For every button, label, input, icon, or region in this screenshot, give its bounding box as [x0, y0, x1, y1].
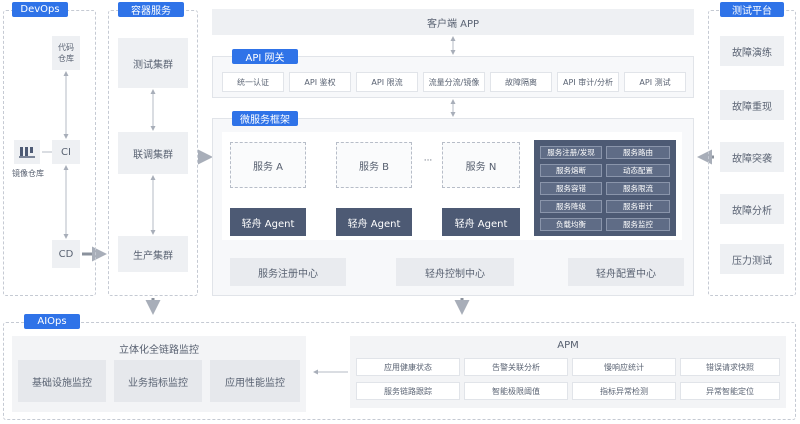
feature-dynamic-config: 动态配置 — [606, 164, 670, 177]
apm-smart-threshold: 智能极限阈值 — [464, 382, 568, 400]
gateway-item-audit: API 审计/分析 — [557, 72, 619, 92]
monitor-infra: 基础设施监控 — [18, 360, 106, 402]
apm-title: APM — [557, 340, 579, 351]
test-cluster: 测试集群 — [118, 38, 188, 88]
api-gateway-title: API 网关 — [232, 49, 298, 64]
feature-fault-tolerance: 服务容错 — [540, 182, 602, 195]
registry-center: 服务注册中心 — [230, 258, 346, 286]
service-n: 服务 N — [442, 142, 520, 188]
gateway-item-authz: API 鉴权 — [289, 72, 351, 92]
agent-a: 轻舟 Agent — [230, 208, 306, 236]
aiops-panel — [3, 322, 796, 420]
production-cluster: 生产集群 — [118, 236, 188, 272]
apm-health: 应用健康状态 — [356, 358, 460, 376]
service-b: 服务 B — [336, 142, 412, 188]
feature-rate-limit: 服务限流 — [606, 182, 670, 195]
cd-box: CD — [52, 240, 80, 268]
client-app: 客户端 APP — [212, 9, 694, 35]
microservice-title: 微服务框架 — [232, 111, 298, 126]
image-repo-label: 镜像仓库 — [12, 169, 44, 178]
feature-audit: 服务审计 — [606, 200, 670, 213]
gateway-item-traffic: 流量分流/镜像 — [423, 72, 485, 92]
gateway-item-auth: 统一认证 — [222, 72, 284, 92]
apm-anomaly-detect: 指标异常检测 — [572, 382, 676, 400]
feature-monitoring: 服务监控 — [606, 218, 670, 231]
testing-stress: 压力测试 — [720, 244, 784, 274]
feature-circuit-breaker: 服务熔断 — [540, 164, 602, 177]
testing-fault-reproduce: 故障重现 — [720, 90, 784, 120]
devops-title: DevOps — [12, 2, 68, 17]
fullchain-monitor-title: 立体化全链路监控 — [119, 345, 199, 356]
testing-fault-analysis: 故障分析 — [720, 194, 784, 224]
image-repo-icon — [14, 140, 40, 164]
apm-trace: 服务链路跟踪 — [356, 382, 460, 400]
apm-error-snapshot: 错误请求快照 — [680, 358, 780, 376]
feature-routing: 服务路由 — [606, 146, 670, 159]
config-center: 轻舟配置中心 — [568, 258, 684, 286]
monitor-business: 业务指标监控 — [114, 360, 202, 402]
container-title: 容器服务 — [118, 2, 184, 17]
monitor-app-perf: 应用性能监控 — [210, 360, 300, 402]
agent-b: 轻舟 Agent — [336, 208, 412, 236]
feature-discovery: 服务注册/发现 — [540, 146, 602, 159]
gateway-item-ratelimit: API 限流 — [356, 72, 418, 92]
service-ellipsis: ··· — [423, 156, 433, 166]
apm-alert-correlation: 告警关联分析 — [464, 358, 568, 376]
control-center: 轻舟控制中心 — [396, 258, 514, 286]
apm-smart-locate: 异常智能定位 — [680, 382, 780, 400]
aiops-title: AIOps — [24, 314, 80, 329]
testing-title: 测试平台 — [720, 2, 784, 17]
integration-cluster: 联调集群 — [118, 132, 188, 174]
gateway-item-isolation: 故障隔离 — [490, 72, 552, 92]
feature-load-balance: 负载均衡 — [540, 218, 602, 231]
testing-fault-raid: 故障突袭 — [720, 142, 784, 172]
apm-slow-response: 慢响应统计 — [572, 358, 676, 376]
agent-n: 轻舟 Agent — [442, 208, 520, 236]
code-repo-box: 代码 仓库 — [52, 36, 80, 70]
ci-box: CI — [52, 140, 80, 164]
testing-fault-drill: 故障演练 — [720, 36, 784, 66]
service-a: 服务 A — [230, 142, 306, 188]
feature-degrade: 服务降级 — [540, 200, 602, 213]
gateway-item-test: API 测试 — [624, 72, 686, 92]
